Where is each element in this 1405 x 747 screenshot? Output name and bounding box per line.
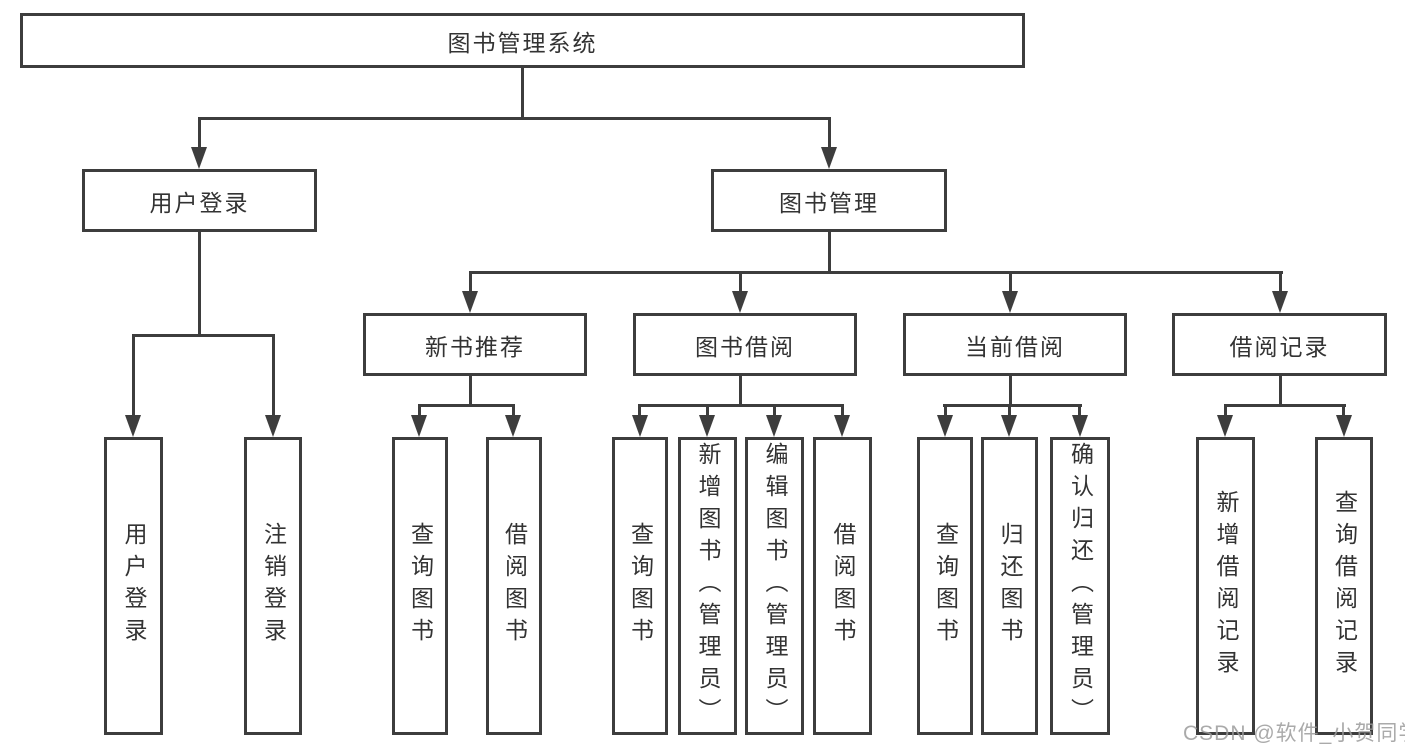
leaf-query-books-borrow: 查询图书 xyxy=(612,437,668,735)
arrow-to-leaf xyxy=(937,415,953,437)
node-book-borrow-label: 图书借阅 xyxy=(695,333,795,360)
leaf-borrow-books-recommend: 借阅图书 xyxy=(486,437,542,735)
arrow-to-book-borrow xyxy=(732,291,748,313)
leaf-user-login: 用户登录 xyxy=(104,437,163,735)
leaf-logout: 注销登录 xyxy=(244,437,302,735)
arrow-to-borrow-records xyxy=(1272,291,1288,313)
leaf-confirm-return-admin-label: 确认归还（管理员） xyxy=(1067,442,1094,730)
leaf-return-book-label: 归还图书 xyxy=(997,522,1023,650)
arrow-to-leaf xyxy=(1001,415,1017,437)
node-library-management-system-label: 图书管理系统 xyxy=(447,29,598,56)
arrow-to-login-leaf xyxy=(125,415,141,437)
leaf-add-borrow-record-label: 新增借阅记录 xyxy=(1213,490,1239,682)
arrow-to-user-login xyxy=(191,147,207,169)
node-current-borrow-label: 当前借阅 xyxy=(965,333,1065,360)
connector-book-borrow-stem xyxy=(739,376,742,405)
leaf-add-borrow-record: 新增借阅记录 xyxy=(1196,437,1255,735)
leaf-borrow-books-recommend-label: 借阅图书 xyxy=(501,522,528,650)
leaf-confirm-return-admin: 确认归还（管理员） xyxy=(1050,437,1110,735)
connector-borrow-records-bus xyxy=(1224,404,1346,407)
node-new-book-recommend: 新书推荐 xyxy=(363,313,587,376)
connector-drop-leaf xyxy=(512,405,515,418)
connector-drop-leaf xyxy=(1078,405,1081,418)
connector-new-book-bus xyxy=(418,404,515,407)
arrow-to-leaf xyxy=(632,415,648,437)
csdn-watermark: CSDN @软件_小贺同学 xyxy=(1183,722,1405,745)
leaf-logout-label: 注销登录 xyxy=(260,522,287,650)
connector-drop-leaf xyxy=(1342,405,1345,418)
connector-drop-leaf xyxy=(638,405,641,418)
connector-current-borrow-bus xyxy=(943,404,1082,407)
connector-book-management-stem xyxy=(828,232,831,272)
node-current-borrow: 当前借阅 xyxy=(903,313,1127,376)
leaf-query-books-current-label: 查询图书 xyxy=(932,522,959,650)
connector-drop-new-book xyxy=(469,272,472,292)
leaf-query-books-borrow-label: 查询图书 xyxy=(627,522,654,650)
arrow-to-new-book xyxy=(462,291,478,313)
connector-drop-user-login xyxy=(198,118,201,150)
arrow-to-leaf xyxy=(834,415,850,437)
leaf-borrow-books: 借阅图书 xyxy=(813,437,872,735)
node-book-management-label: 图书管理 xyxy=(779,189,879,216)
leaf-add-book-admin: 新增图书（管理员） xyxy=(678,437,737,735)
arrow-to-leaf xyxy=(505,415,521,437)
node-library-management-system: 图书管理系统 xyxy=(20,13,1025,68)
node-borrow-records: 借阅记录 xyxy=(1172,313,1387,376)
connector-new-book-stem xyxy=(469,376,472,405)
connector-drop-current-borrow xyxy=(1009,272,1012,292)
leaf-borrow-books-label: 借阅图书 xyxy=(830,522,856,650)
connector-drop-leaf xyxy=(706,405,709,418)
node-book-management: 图书管理 xyxy=(711,169,947,232)
leaf-query-borrow-record: 查询借阅记录 xyxy=(1315,437,1373,735)
connector-drop-logout-leaf xyxy=(272,335,275,417)
connector-user-login-bus xyxy=(132,334,275,337)
connector-root-bus xyxy=(198,117,831,120)
leaf-return-book: 归还图书 xyxy=(981,437,1038,735)
node-new-book-recommend-label: 新书推荐 xyxy=(425,333,525,360)
connector-drop-leaf xyxy=(1008,405,1011,418)
arrow-to-current-borrow xyxy=(1002,291,1018,313)
connector-drop-book-management xyxy=(828,118,831,150)
leaf-query-borrow-record-label: 查询借阅记录 xyxy=(1331,490,1358,682)
connector-book-borrow-bus xyxy=(638,404,844,407)
connector-drop-login-leaf xyxy=(132,335,135,417)
connector-drop-leaf xyxy=(841,405,844,418)
leaf-query-books-current: 查询图书 xyxy=(917,437,973,735)
leaf-edit-book-admin: 编辑图书（管理员） xyxy=(745,437,804,735)
arrow-to-leaf xyxy=(766,415,782,437)
connector-current-borrow-stem xyxy=(1009,376,1012,405)
leaf-user-login-label: 用户登录 xyxy=(121,522,147,650)
connector-drop-leaf xyxy=(1224,405,1227,418)
arrow-to-leaf xyxy=(1336,415,1352,437)
connector-root-stem xyxy=(521,68,524,118)
arrow-to-leaf xyxy=(411,415,427,437)
node-borrow-records-label: 借阅记录 xyxy=(1229,333,1330,360)
node-user-login-label: 用户登录 xyxy=(149,189,250,216)
leaf-add-book-admin-label: 新增图书（管理员） xyxy=(695,442,721,730)
connector-drop-leaf xyxy=(944,405,947,418)
arrow-to-leaf xyxy=(699,415,715,437)
node-book-borrow: 图书借阅 xyxy=(633,313,857,376)
arrow-to-book-management xyxy=(821,147,837,169)
connector-drop-borrow-records xyxy=(1279,272,1282,292)
leaf-query-books-recommend-label: 查询图书 xyxy=(407,522,434,650)
leaf-edit-book-admin-label: 编辑图书（管理员） xyxy=(762,442,788,730)
connector-drop-leaf xyxy=(418,405,421,418)
connector-borrow-records-stem xyxy=(1279,376,1282,405)
connector-drop-book-borrow xyxy=(739,272,742,292)
arrow-to-leaf xyxy=(1072,415,1088,437)
arrow-to-logout-leaf xyxy=(265,415,281,437)
node-user-login: 用户登录 xyxy=(82,169,317,232)
connector-modules-bus xyxy=(469,271,1283,274)
leaf-query-books-recommend: 查询图书 xyxy=(392,437,448,735)
arrow-to-leaf xyxy=(1217,415,1233,437)
connector-user-login-stem xyxy=(198,232,201,335)
connector-drop-leaf xyxy=(773,405,776,418)
